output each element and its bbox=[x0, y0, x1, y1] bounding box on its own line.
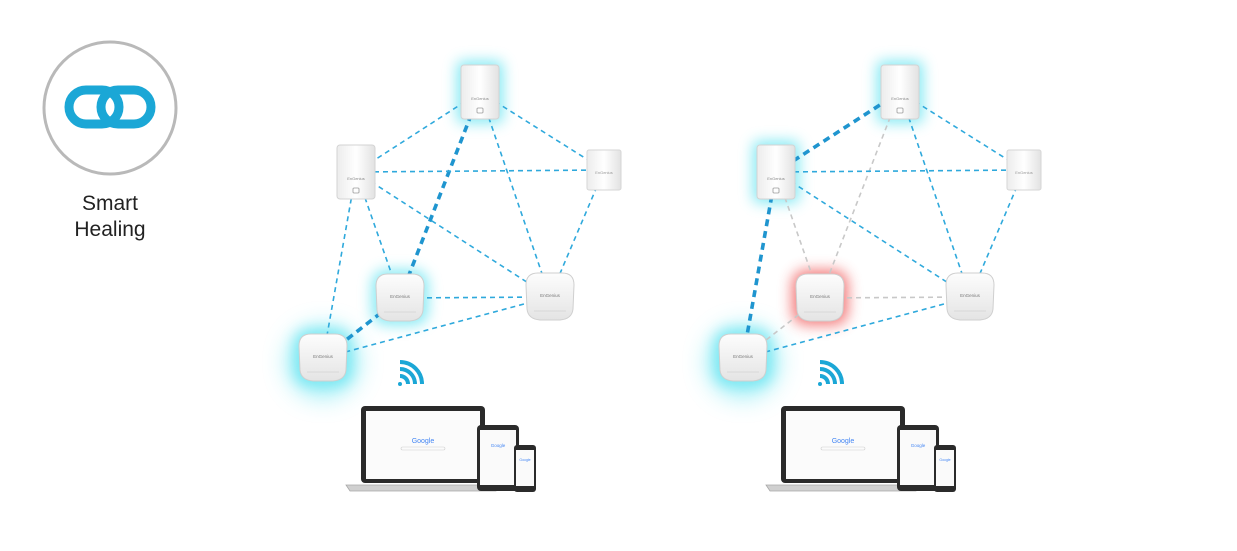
feature-title-line1: Smart bbox=[81, 192, 138, 215]
brand-label: EnGenius bbox=[960, 293, 981, 298]
mesh-link-tower-top-to-dome-right-normal bbox=[899, 91, 971, 298]
brand-label: EnGenius bbox=[595, 170, 613, 175]
wifi-signal-icon bbox=[398, 360, 424, 386]
laptop-search-logo: Google bbox=[412, 438, 435, 445]
laptop-search-logo: Google bbox=[832, 438, 855, 445]
access-point-dome-bottom-active: EnGenius bbox=[718, 333, 768, 382]
brand-label: EnGenius bbox=[313, 354, 334, 359]
brand-label: EnGenius bbox=[390, 294, 411, 299]
mesh-link-tower-top-to-panel-right-normal bbox=[899, 91, 1025, 171]
brand-label: EnGenius bbox=[347, 176, 365, 181]
mesh-link-dome-right-to-dome-bottom-normal bbox=[742, 296, 971, 359]
smart-healing-badge bbox=[42, 40, 178, 176]
tablet: Google bbox=[477, 425, 519, 491]
mesh-link-tower-top-to-dome-right-normal bbox=[479, 91, 551, 298]
brand-label: EnGenius bbox=[810, 294, 831, 299]
phone-search-logo: Google bbox=[519, 458, 530, 462]
phone-search-logo: Google bbox=[939, 458, 950, 462]
access-point-dome-bottom-active: EnGenius bbox=[298, 333, 348, 382]
brand-label: EnGenius bbox=[540, 293, 561, 298]
access-point-tower-top-active: EnGenius bbox=[460, 64, 500, 120]
badge-ring bbox=[42, 40, 178, 176]
mesh-link-tower-left-to-panel-right-normal bbox=[775, 169, 1025, 173]
mesh-link-tower-top-to-panel-right-normal bbox=[479, 91, 605, 171]
mesh-link-dome-center-to-dome-right-failed bbox=[819, 296, 971, 299]
mesh-link-tower-left-to-dome-bottom-strong bbox=[741, 171, 778, 359]
brand-label: EnGenius bbox=[471, 96, 489, 101]
access-point-tower-left-active: EnGenius bbox=[756, 144, 796, 200]
brand-label: EnGenius bbox=[1015, 170, 1033, 175]
access-point-dome-right-normal: EnGenius bbox=[945, 272, 995, 321]
access-point-dome-center-active: EnGenius bbox=[375, 273, 425, 322]
smart-healing-feature: Smart Healing bbox=[40, 38, 180, 243]
access-point-dome-center-failed: EnGenius bbox=[795, 273, 845, 322]
mesh-link-tower-left-to-dome-right-normal bbox=[355, 171, 551, 298]
brand-label: EnGenius bbox=[891, 96, 909, 101]
mesh-link-tower-top-to-tower-left-strong bbox=[775, 90, 901, 174]
access-point-tower-top-active: EnGenius bbox=[880, 64, 920, 120]
mesh-link-dome-right-to-dome-bottom-normal bbox=[322, 296, 551, 359]
smartphone: Google bbox=[514, 445, 536, 492]
tablet: Google bbox=[897, 425, 939, 491]
mesh-link-tower-top-to-dome-center-strong bbox=[398, 91, 482, 299]
tablet-search-logo: Google bbox=[491, 443, 506, 448]
link-chain-icon bbox=[64, 85, 156, 129]
smartphone: Google bbox=[934, 445, 956, 492]
mesh-link-tower-top-to-tower-left-normal bbox=[355, 91, 481, 173]
mesh-link-tower-left-to-dome-right-normal bbox=[775, 171, 971, 298]
feature-title-line2: Healing bbox=[74, 218, 146, 241]
laptop: Google bbox=[765, 406, 921, 492]
tablet-search-logo: Google bbox=[911, 443, 926, 448]
brand-label: EnGenius bbox=[733, 354, 754, 359]
mesh-link-dome-center-to-dome-right-normal bbox=[399, 296, 551, 299]
access-point-panel-right-normal: EnGenius bbox=[1006, 149, 1042, 191]
access-point-tower-left-normal: EnGenius bbox=[336, 144, 376, 200]
feature-title: Smart Healing bbox=[40, 191, 180, 243]
mesh-link-tower-left-to-dome-bottom-normal bbox=[322, 171, 357, 359]
mesh-link-tower-top-to-dome-center-failed bbox=[819, 91, 901, 299]
access-point-panel-right-normal: EnGenius bbox=[586, 149, 622, 191]
laptop: Google bbox=[345, 406, 501, 492]
access-point-dome-right-normal: EnGenius bbox=[525, 272, 575, 321]
mesh-link-tower-left-to-panel-right-normal bbox=[355, 169, 605, 173]
wifi-signal-icon bbox=[818, 360, 844, 386]
brand-label: EnGenius bbox=[767, 176, 785, 181]
